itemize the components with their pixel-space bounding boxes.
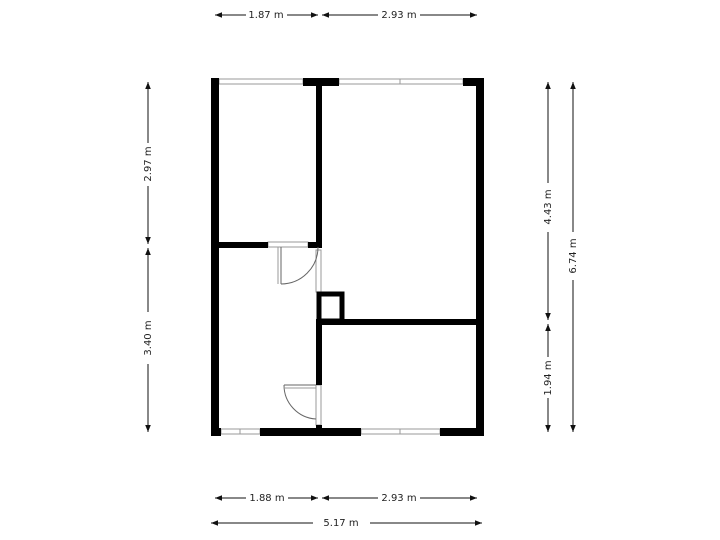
wall-right <box>476 78 484 436</box>
dim-right-upper: 4.43 m <box>543 189 554 224</box>
wall-bottom-left-stub <box>211 428 221 436</box>
dim-bottom-left: 1.88 m <box>249 493 284 504</box>
dim-right-lower: 1.94 m <box>543 360 554 395</box>
dim-top-right: 2.93 m <box>381 10 416 21</box>
wall-bottom-mid <box>260 428 361 436</box>
wall-interior-vertical-upper <box>316 84 322 248</box>
dim-bottom-right: 2.93 m <box>381 493 416 504</box>
wall-interior-vertical-lower <box>316 320 322 385</box>
dim-right-total: 6.74 m <box>568 238 579 273</box>
door-frame-upper <box>267 241 309 248</box>
wall-interior-horizontal-stub <box>308 242 322 248</box>
doors <box>277 246 319 420</box>
wall-bottom-right <box>440 428 484 436</box>
wall-top-mid <box>303 78 339 86</box>
wall-interior-divider-bottom <box>316 425 322 431</box>
dim-left-lower: 3.40 m <box>143 320 154 355</box>
wall-interior-divider <box>316 319 480 325</box>
dim-top-left: 1.87 m <box>248 10 283 21</box>
shaft <box>316 291 345 324</box>
wall-interior-horizontal <box>215 242 268 248</box>
door-lower <box>283 384 317 420</box>
window-top-right <box>338 78 464 85</box>
door-frame-lower <box>315 384 322 426</box>
windows <box>218 78 464 435</box>
walls <box>211 78 484 436</box>
dim-left-upper: 2.97 m <box>143 146 154 181</box>
dimension-lines <box>145 12 576 526</box>
dim-bottom-total: 5.17 m <box>323 518 358 529</box>
wall-top-right-stub <box>463 78 484 86</box>
door-upper <box>277 246 319 285</box>
wall-left <box>211 78 219 436</box>
window-top-left <box>218 78 304 85</box>
